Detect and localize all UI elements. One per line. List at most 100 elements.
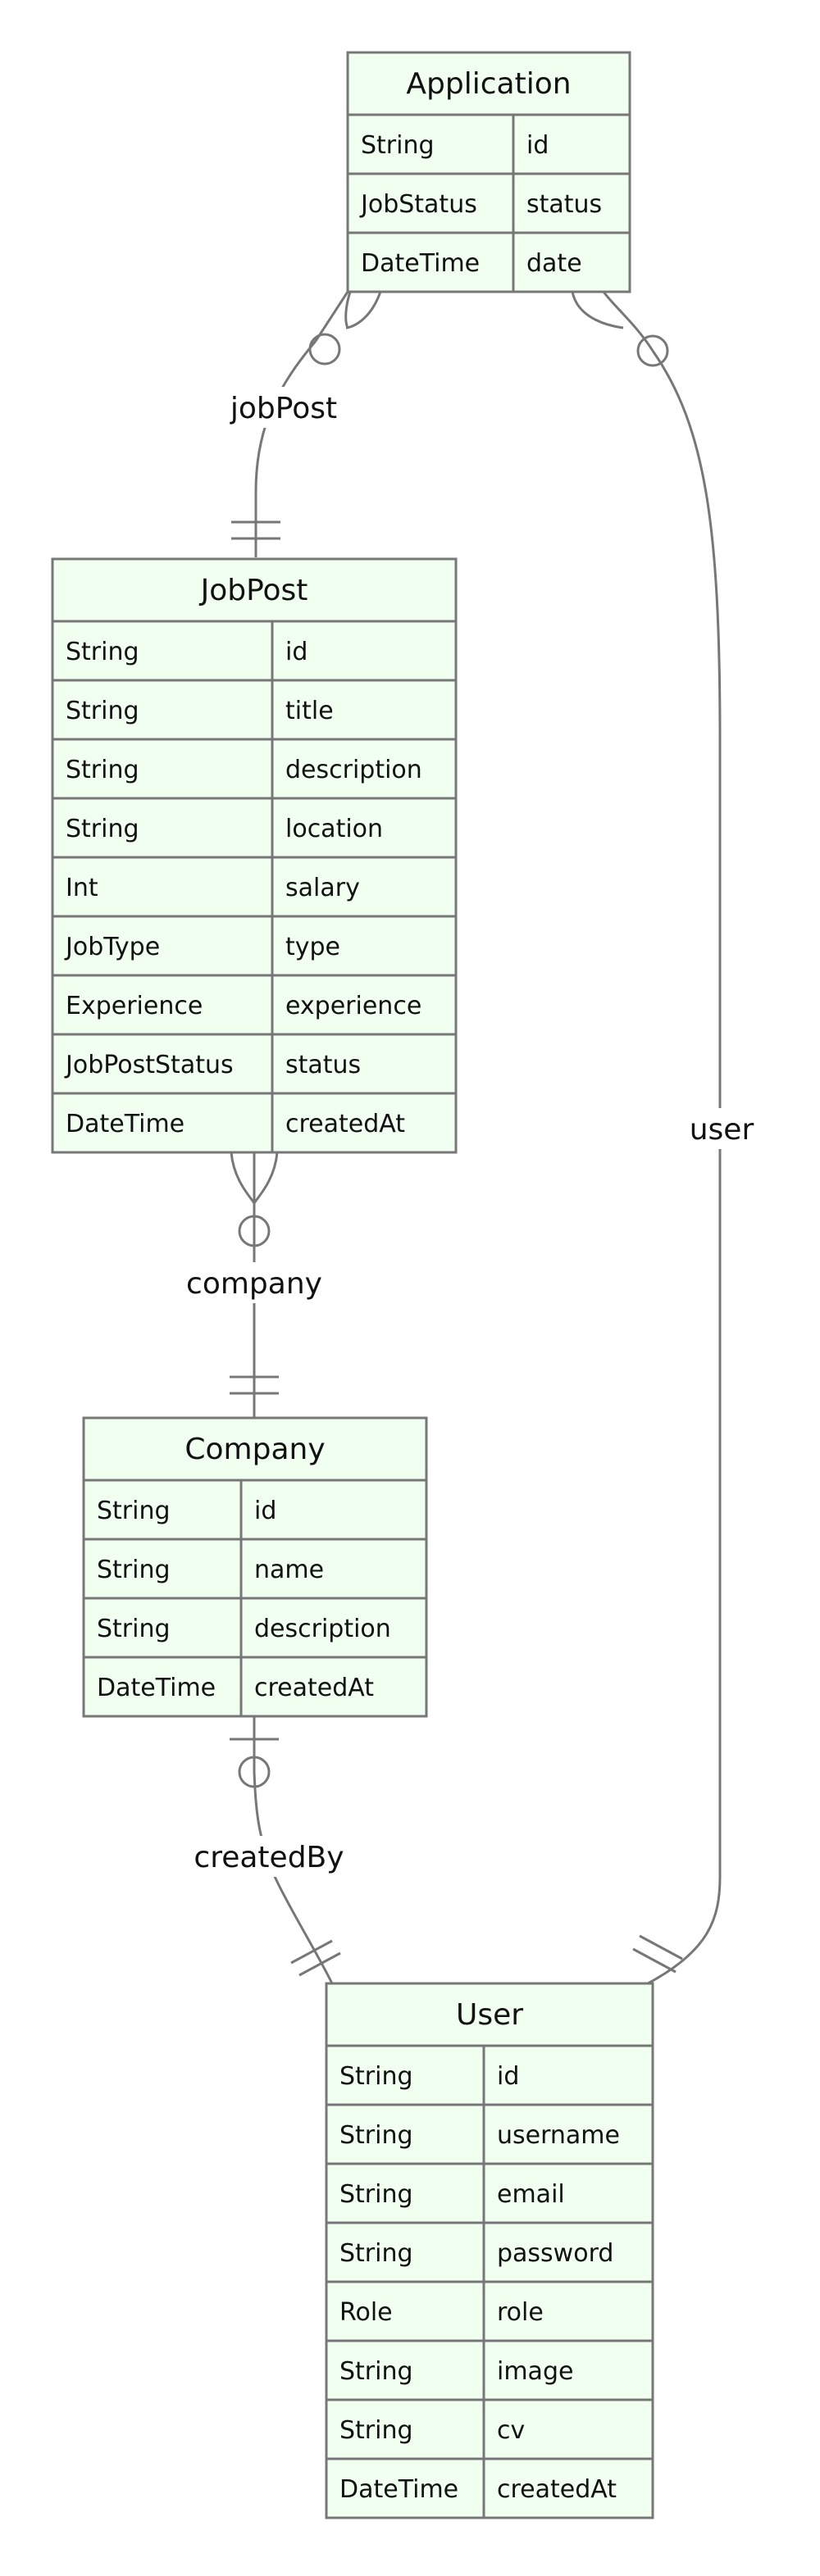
attribute-row-user-username[interactable]: String username	[339, 2121, 620, 2150]
relationship-user: user	[571, 291, 756, 1985]
entity-title-company: Company	[184, 1433, 325, 1466]
attribute-name: createdAt	[285, 1110, 405, 1138]
attribute-name: cv	[497, 2416, 525, 2445]
attribute-name: salary	[285, 874, 360, 902]
attribute-row-user-cv[interactable]: String cv	[339, 2416, 525, 2445]
attribute-type: Int	[66, 874, 98, 902]
attribute-name: id	[497, 2062, 519, 2091]
attribute-row-company-createdAt[interactable]: DateTime createdAt	[97, 1674, 374, 1702]
attribute-name: createdAt	[254, 1674, 374, 1702]
label-bg-jobpost	[228, 387, 343, 428]
attribute-type: DateTime	[66, 1110, 184, 1138]
one-bar-user-createdby-2	[298, 1951, 341, 1977]
optional-circle-company-user	[238, 1756, 271, 1788]
relationship-jobpost: jobPost	[228, 291, 382, 557]
optional-circle-application-user	[636, 334, 669, 367]
relationship-line-user	[647, 350, 722, 1985]
attribute-name: role	[497, 2298, 544, 2327]
attribute-name: username	[497, 2121, 620, 2150]
entity-box-company	[82, 1416, 428, 1718]
attribute-name: description	[285, 756, 422, 784]
relationship-line-jobpost	[254, 340, 317, 557]
attribute-type: String	[339, 2357, 413, 2386]
attribute-row-user-password[interactable]: String password	[339, 2239, 613, 2268]
attribute-type: DateTime	[339, 2475, 458, 2504]
attribute-type: String	[66, 756, 139, 784]
attribute-type: String	[339, 2121, 413, 2150]
attribute-name: id	[254, 1497, 276, 1525]
attribute-name: status	[526, 190, 602, 219]
attribute-row-jobpost-description[interactable]: String description	[66, 756, 422, 784]
attribute-name: image	[497, 2357, 573, 2386]
relationship-createdby: createdBy	[194, 1716, 344, 1984]
entity-title-application: Application	[406, 67, 571, 101]
attribute-type: String	[66, 638, 139, 666]
attribute-type: String	[339, 2239, 413, 2268]
label-bg-createdby	[195, 1836, 343, 1877]
attribute-type: DateTime	[97, 1674, 216, 1702]
attribute-row-user-email[interactable]: String email	[339, 2180, 565, 2209]
attribute-type: String	[97, 1497, 171, 1525]
entity-title-user: User	[456, 1998, 523, 2032]
entity-box-jobpost	[51, 557, 458, 1154]
attribute-type: String	[361, 131, 435, 160]
attribute-name: location	[285, 815, 383, 843]
relationship-label-company: company	[186, 1267, 322, 1301]
attribute-name: status	[285, 1051, 361, 1079]
attribute-type: JobPostStatus	[64, 1051, 234, 1079]
attribute-name: email	[497, 2180, 565, 2209]
attribute-type: String	[97, 1556, 171, 1584]
entity-box-application	[346, 51, 631, 293]
attribute-row-user-image[interactable]: String image	[339, 2357, 573, 2386]
attribute-type: String	[339, 2180, 413, 2209]
one-bar-user-1	[639, 1934, 683, 1960]
attribute-name: experience	[285, 992, 421, 1020]
attribute-row-company-name[interactable]: String name	[97, 1556, 324, 1584]
crowfoot-application-user	[571, 291, 654, 352]
one-bar-user-createdby-1	[290, 1939, 333, 1965]
attribute-type: JobStatus	[359, 190, 477, 219]
attribute-type: JobType	[64, 933, 160, 961]
crowfoot-application-jobpost	[314, 291, 382, 342]
entity-box-user	[325, 1982, 654, 2519]
attribute-name: id	[526, 131, 549, 160]
attribute-name: name	[254, 1556, 324, 1584]
attribute-type: String	[339, 2416, 413, 2445]
attribute-type: DateTime	[361, 249, 480, 278]
attribute-row-jobpost-title[interactable]: String title	[66, 697, 334, 725]
relationship-label-createdby: createdBy	[194, 1841, 344, 1874]
attribute-row-jobpost-createdAt[interactable]: DateTime createdAt	[66, 1110, 405, 1138]
one-bar-user-2	[632, 1947, 676, 1974]
entity-title-jobpost: JobPost	[199, 574, 308, 607]
attribute-name: title	[285, 697, 334, 725]
crowfoot-jobpost-company	[230, 1152, 279, 1204]
attribute-name: password	[497, 2239, 613, 2268]
attribute-row-application-id[interactable]: String id	[361, 131, 549, 160]
attribute-row-company-description[interactable]: String description	[97, 1615, 391, 1643]
optional-circle-jobpost-company	[238, 1215, 271, 1247]
attribute-type: String	[66, 815, 139, 843]
attribute-row-jobpost-experience[interactable]: Experience experience	[66, 992, 421, 1020]
attribute-row-jobpost-location[interactable]: String location	[66, 815, 383, 843]
relationship-label-user: user	[690, 1113, 754, 1147]
attribute-row-jobpost-status[interactable]: JobPostStatus status	[64, 1051, 361, 1079]
label-bg-company	[189, 1262, 320, 1303]
attribute-row-application-status[interactable]: JobStatus status	[359, 190, 602, 219]
attribute-type: String	[97, 1615, 171, 1643]
attribute-type: Experience	[66, 992, 203, 1020]
attribute-row-jobpost-salary[interactable]: Int salary	[66, 874, 360, 902]
attribute-type: String	[66, 697, 139, 725]
attribute-name: description	[254, 1615, 391, 1643]
attribute-row-company-id[interactable]: String id	[97, 1497, 276, 1525]
